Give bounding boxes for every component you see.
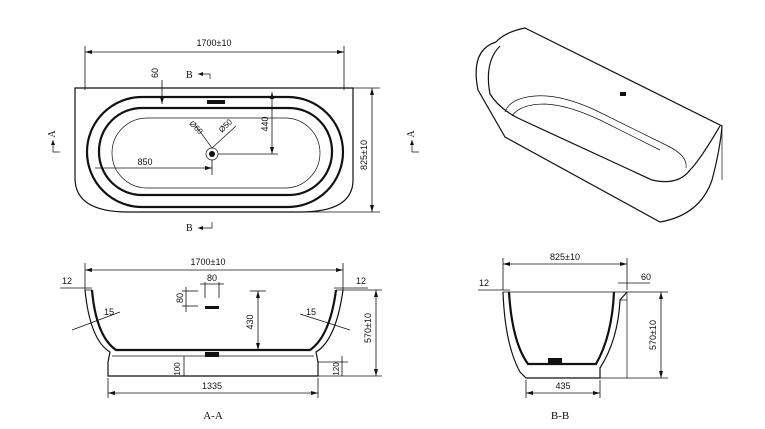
section-a-wall-right-label: 12 (356, 276, 366, 286)
section-a-wall-left-label: 12 (62, 276, 72, 286)
section-marker-a-left: A (47, 130, 58, 138)
section-a-a: 1700±10 12 12 80 80 15 15 430 (60, 257, 382, 422)
section-a-title: A-A (203, 410, 223, 422)
drain-dia-outer-label: Ø60 (188, 119, 205, 136)
tub-rim-plan (85, 95, 345, 209)
section-b-title: B-B (551, 410, 569, 422)
section-b-rim-back-label: 60 (641, 272, 651, 282)
section-a-base-right-label: 120 (332, 362, 341, 376)
section-marker-b-bottom: B (186, 223, 193, 234)
top-view: 1700±10 60 B B A A Ø60 Ø50 (47, 38, 419, 234)
section-a-slope-right-label: 15 (306, 307, 316, 317)
section-b-wall-label: 12 (479, 278, 489, 288)
section-b-width-label: 825±10 (550, 252, 580, 262)
drain-dia-inner-label: Ø50 (217, 117, 234, 134)
section-marker-b-top: B (186, 70, 193, 81)
tub-section-a (84, 289, 344, 377)
section-b-base-width-label: 435 (555, 381, 570, 391)
section-a-overflow-width-label: 80 (207, 273, 217, 283)
tub-outline-plan (74, 87, 354, 213)
section-a-overflow-depth-label: 80 (175, 293, 185, 303)
isometric-view (475, 27, 723, 223)
section-a-height-label: 570±10 (363, 313, 373, 343)
section-b-height-label: 570±10 (648, 320, 658, 350)
section-a-slope-left-label: 15 (104, 307, 114, 317)
section-a-base-left-label: 100 (173, 362, 182, 376)
tub-section-b (502, 291, 628, 379)
top-width-label: 825±10 (359, 140, 369, 170)
section-a-base-length-label: 1335 (202, 381, 222, 391)
top-length-label: 1700±10 (197, 38, 232, 48)
section-a-length-label: 1700±10 (191, 257, 226, 267)
tub-outer-iso (475, 27, 723, 223)
drain-from-end-label: 850 (137, 157, 152, 167)
top-rim-offset-label: 60 (150, 68, 160, 78)
section-marker-a-right: A (406, 130, 417, 138)
tub-inner-plan (97, 106, 334, 197)
section-a-inner-depth-label: 430 (245, 314, 255, 329)
section-b-b: 825±10 60 12 570±10 435 B-B (478, 252, 668, 422)
drain-from-back-label: 440 (260, 116, 270, 131)
